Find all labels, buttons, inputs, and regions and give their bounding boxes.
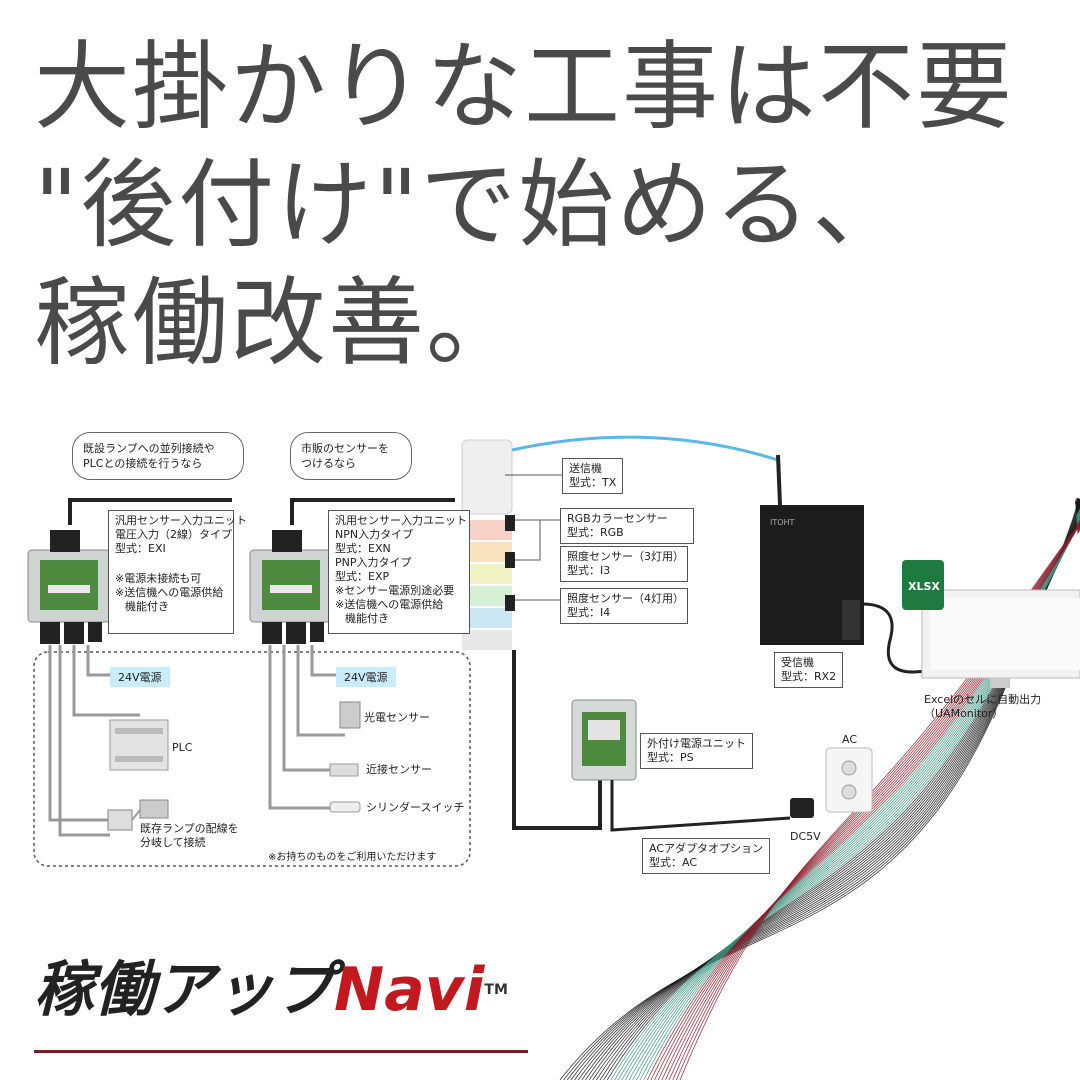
headline: 大掛かりな工事は不要 "後付け"で始める、 稼働改善。: [34, 28, 1014, 382]
ext-power-info: 外付け電源ユニット 型式：PS: [640, 733, 753, 769]
exn-note2: ※送信機への電源供給: [335, 598, 444, 611]
proximity-sensor-image: [329, 763, 359, 777]
lamp-branch-connector-image: [107, 799, 169, 831]
cylinder-switch-image: [329, 801, 361, 813]
i4-sensor-model: 型式：I4: [567, 606, 611, 619]
transmitter-name: 送信機: [569, 462, 602, 475]
lamp-branch-label-1: 既存ランプの配線を: [140, 822, 239, 835]
exn-model2: 型式：EXP: [335, 570, 390, 583]
exn-cable: [290, 498, 455, 525]
i4-sensor-name: 照度センサー（4灯用）: [567, 592, 684, 605]
bubble-commercial-sensor: 市販のセンサーを つけるなら: [290, 432, 412, 480]
dc5v-label: DC5V: [790, 830, 821, 843]
exn-line2: NPN入力タイプ: [335, 528, 414, 541]
brand-logo: 稼働アップNaviTM: [34, 950, 508, 1030]
logo-tm: TM: [484, 982, 508, 998]
exi-note2: ※送信機への電源供給: [115, 586, 224, 599]
receiver-image: [760, 454, 864, 645]
exi-line2: 電圧入力（2線）タイプ: [115, 528, 232, 541]
exi-model: 型式：EXI: [115, 542, 166, 555]
cylinder-switch-label: シリンダースイッチ: [366, 801, 465, 814]
rgb-sensor-model: 型式：RGB: [567, 526, 624, 539]
owned-devices-region: [33, 651, 471, 867]
wave-line: [675, 521, 1080, 1080]
headline-line-3: 稼働改善。: [34, 267, 524, 379]
ac-adapter-image: [790, 798, 814, 818]
exn-unit-image: [249, 530, 333, 644]
receiver-model: 型式：RX2: [781, 670, 837, 683]
exn-model1: 型式：EXN: [335, 542, 391, 555]
xlsx-badge: XLSX: [908, 580, 940, 593]
tower-power-cable: [512, 650, 602, 830]
ac-adapter-model: 型式：AC: [649, 856, 698, 869]
bubble-existing-lamp: 既設ランプへの並列接続や PLCとの接続を行うなら: [72, 432, 244, 480]
i3-sensor-info: 照度センサー（3灯用） 型式：I3: [560, 546, 688, 582]
photo-sensor-label: 光電センサー: [364, 711, 430, 724]
plc-image: [109, 719, 169, 771]
excel-output-line1: Excelのセルに自動出力: [924, 693, 1042, 706]
i3-sensor-name: 照度センサー（3灯用）: [567, 550, 684, 563]
headline-line-2: "後付け"で始める、: [34, 149, 911, 261]
pc-monitor-image: [921, 589, 1080, 688]
wave-line: [679, 521, 1080, 1080]
exn-note3: 機能付き: [345, 612, 389, 625]
tower-light-image: [461, 439, 515, 650]
wave-line: [668, 522, 1080, 1080]
exi-unit-info: 汎用センサー入力ユニット 電圧入力（2線）タイプ 型式：EXI ※電源未接続も可…: [108, 510, 247, 634]
i3-sensor-model: 型式：I3: [567, 564, 611, 577]
ac-adapter-cable: [610, 780, 791, 832]
exn-unit-info: 汎用センサー入力ユニット NPN入力タイプ 型式：EXN PNP入力タイプ 型式…: [328, 510, 470, 634]
i4-sensor-info: 照度センサー（4灯用） 型式：I4: [560, 588, 688, 624]
exi-note1: ※電源未接続も可: [115, 572, 202, 585]
exi-title: 汎用センサー入力ユニット: [115, 514, 247, 527]
rgb-sensor-info: RGBカラーセンサー 型式：RGB: [560, 508, 694, 544]
exn-wires: [268, 645, 345, 810]
headline-line-1: 大掛かりな工事は不要: [34, 31, 1014, 143]
ac-adapter-info: ACアダプタオプション 型式：AC: [642, 838, 771, 874]
power-24v-right: 24V電源: [336, 667, 396, 687]
receiver-pc-cable: [861, 602, 931, 674]
exi-unit-image: [27, 530, 111, 644]
logo-navi-text: Navi: [334, 955, 485, 1025]
photo-sensor-image: [339, 701, 361, 729]
wireless-signal-arc: [511, 435, 779, 462]
ext-power-name: 外付け電源ユニット: [647, 737, 746, 750]
excel-output-line2: （UAMonitor）: [924, 707, 1004, 720]
xlsx-badge-bg: [902, 560, 944, 610]
transmitter-model: 型式：TX: [569, 476, 617, 489]
owned-devices-note: ※お持ちのものをご利用いただけます: [268, 852, 437, 863]
transmitter-info: 送信機 型式：TX: [562, 458, 624, 494]
ac-adapter-name: ACアダプタオプション: [649, 842, 764, 855]
exn-title: 汎用センサー入力ユニット: [335, 514, 467, 527]
logo-main-text: 稼働アップ: [34, 955, 334, 1025]
receiver-name: 受信機: [781, 656, 814, 669]
plc-label: PLC: [172, 741, 193, 754]
wave-line: [665, 522, 1080, 1080]
rgb-sensor-name: RGBカラーセンサー: [567, 512, 668, 525]
ext-power-model: 型式：PS: [647, 751, 694, 764]
exi-note3: 機能付き: [125, 600, 169, 613]
receiver-brand: ITOHT: [770, 518, 795, 527]
receiver-info: 受信機 型式：RX2: [774, 652, 844, 688]
exn-note1: ※センサー電源別途必要: [335, 584, 455, 597]
exi-cable: [68, 498, 232, 525]
exn-line4: PNP入力タイプ: [335, 556, 412, 569]
tower-callout-lines: [505, 474, 562, 601]
lamp-branch-label-2: 分岐して接続: [140, 836, 206, 849]
ac-label: AC: [842, 733, 858, 746]
external-power-unit-image: [571, 699, 637, 781]
ac-outlet-image: [825, 747, 873, 813]
logo-underline: [34, 1050, 528, 1053]
power-24v-left: 24V電源: [110, 667, 170, 687]
proximity-sensor-label: 近接センサー: [366, 763, 432, 776]
